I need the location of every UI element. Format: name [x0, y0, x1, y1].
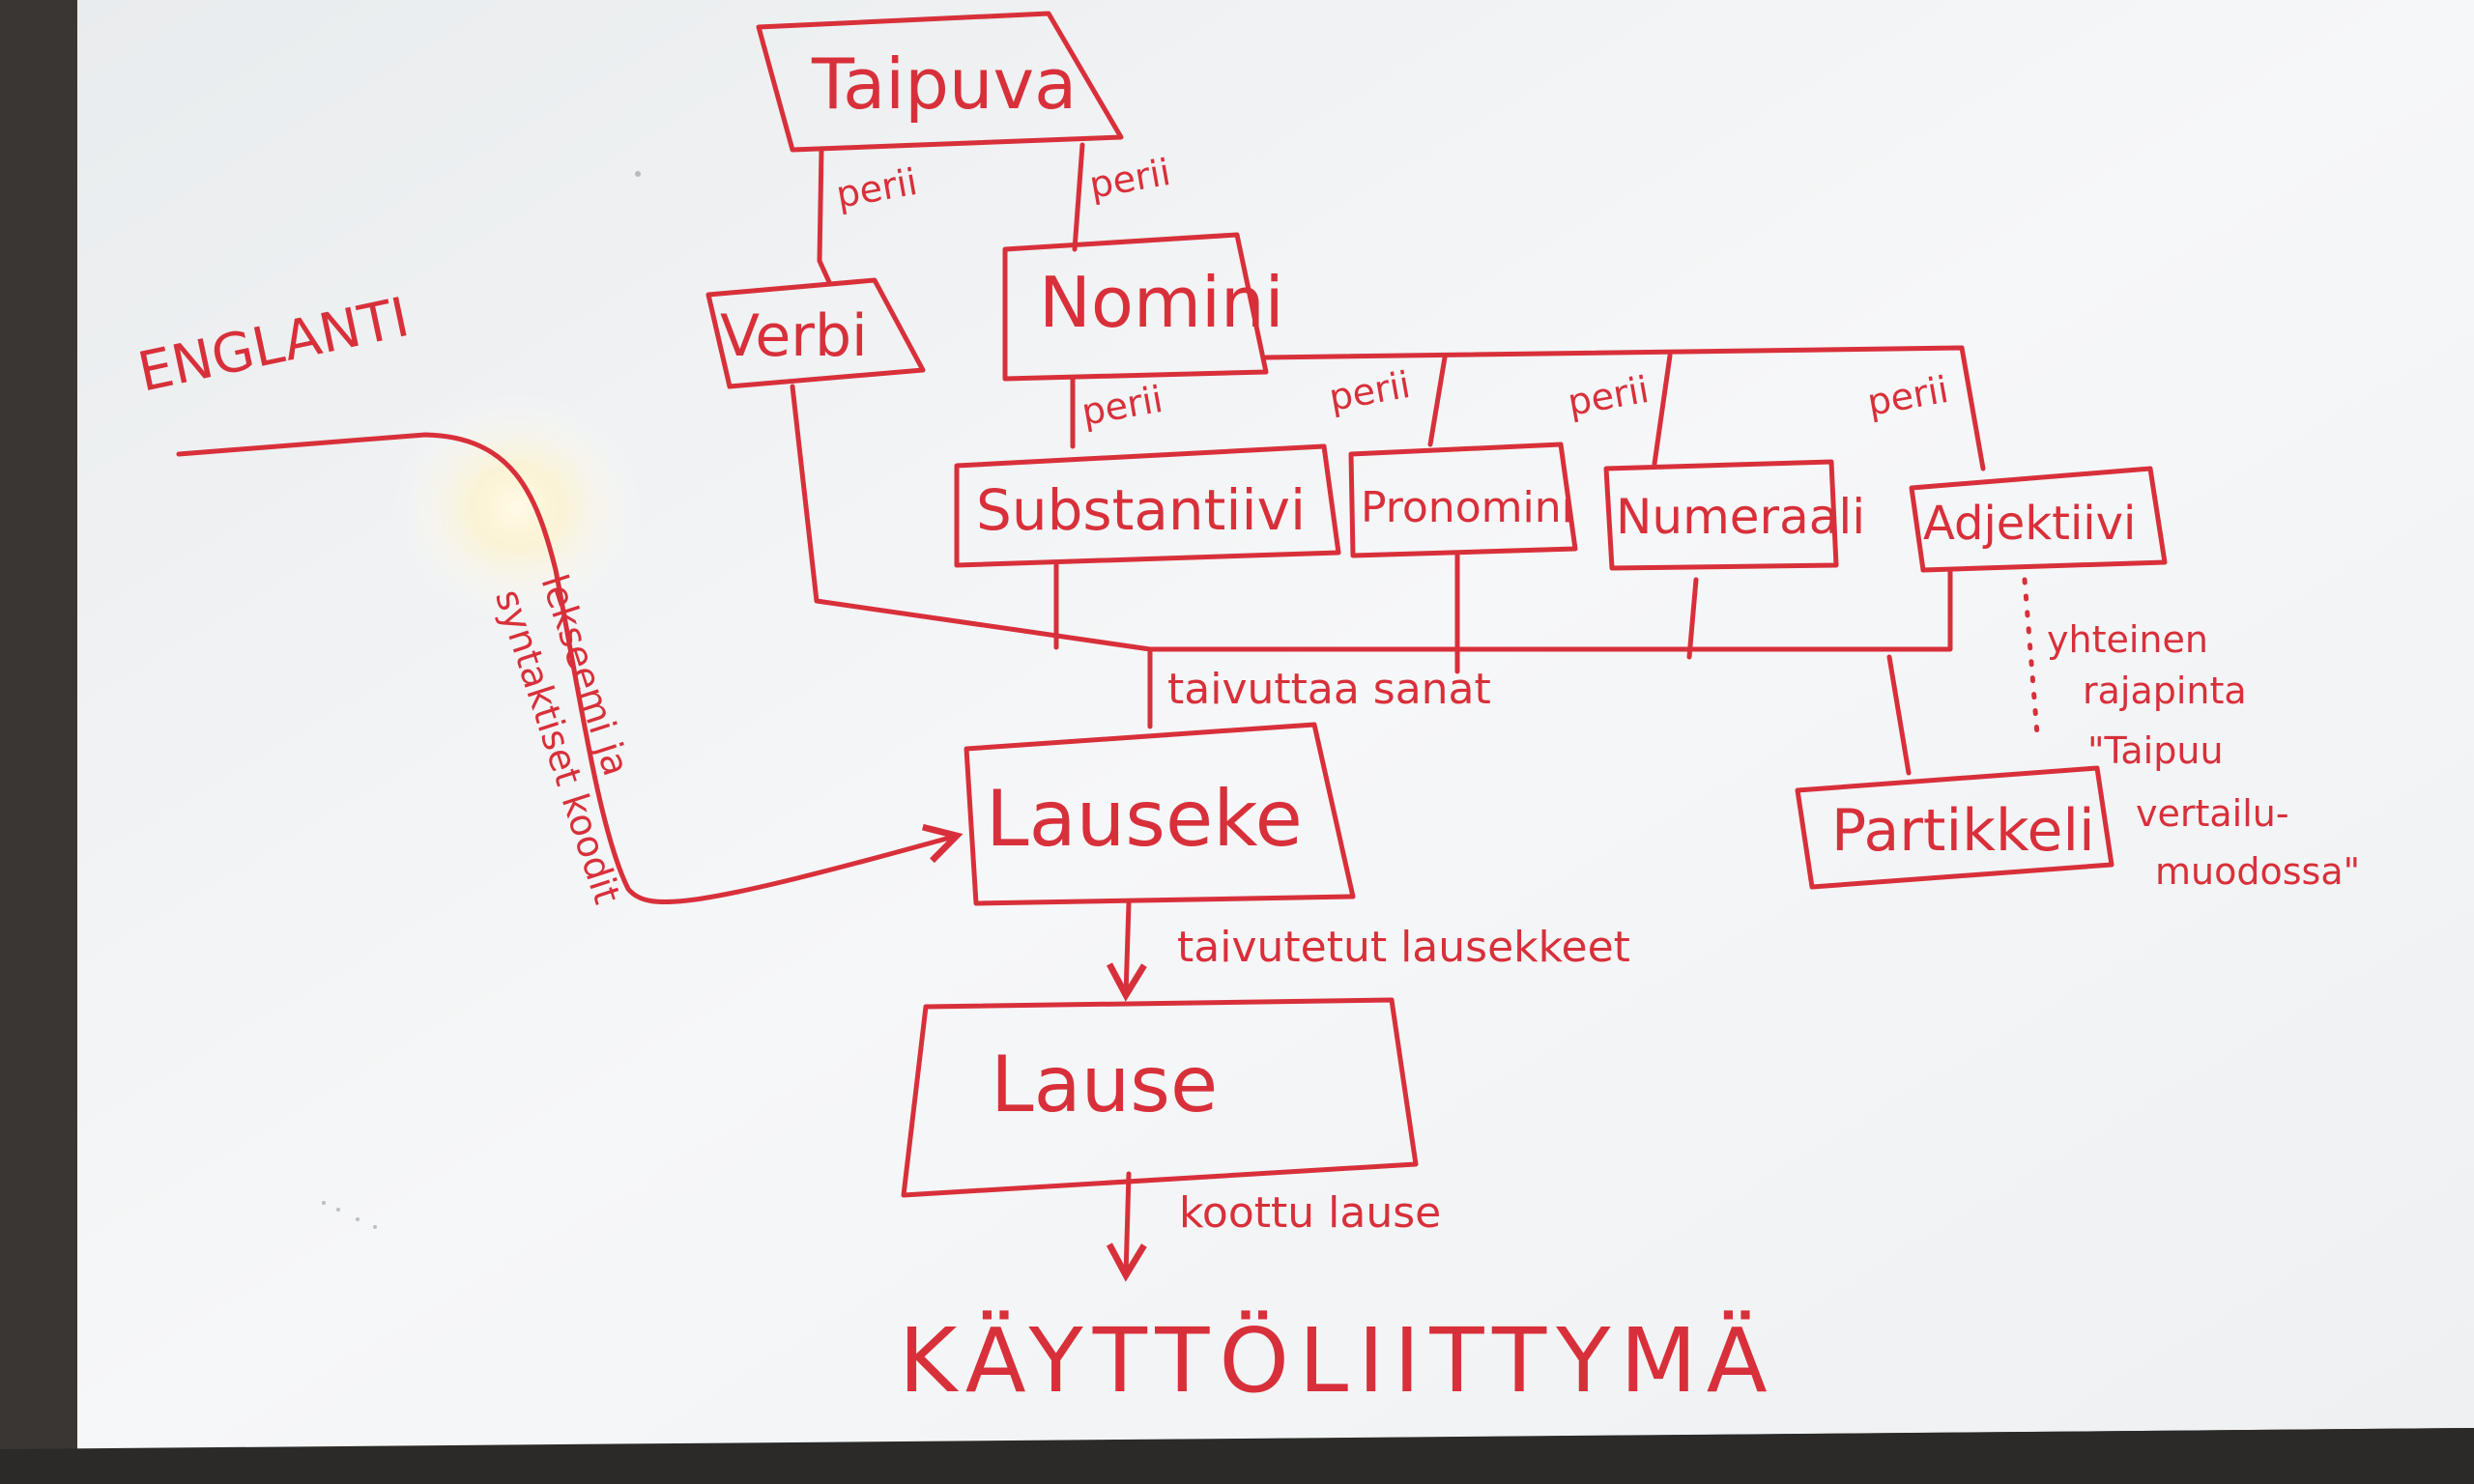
lauseke-lause-arrow: [1107, 900, 1147, 1002]
board-smudges: [322, 171, 641, 1229]
note-line2: rajapinta: [2083, 670, 2247, 712]
nomini-label: Nomini: [1039, 262, 1284, 343]
partikkeli-box: [1795, 765, 2114, 890]
nomini-box: [1002, 232, 1269, 382]
nomini-numeraali-line: [1652, 353, 1673, 467]
lauseke-label: Lauseke: [986, 774, 1303, 864]
adjektiivi-note-dotted-line: [2022, 577, 2040, 737]
whiteboard-surface: [68, 0, 2474, 1449]
substantiivi-box: [954, 443, 1341, 568]
adjektiivi-box: [1909, 466, 2168, 573]
taipuva-box: [756, 11, 1124, 153]
taipuva-nomini-line: [1072, 142, 1085, 252]
verbi-label: Verbi: [720, 302, 868, 370]
board-bottom-frame: [0, 1428, 2474, 1484]
numeraali-collector-line: [1686, 577, 1699, 660]
numeraali-label: Numeraali: [1616, 489, 1865, 545]
note-line4: vertailu-: [2136, 792, 2289, 835]
lause-box: [901, 997, 1419, 1198]
note-line5: muodossa": [2155, 850, 2360, 893]
note-line1: yhteinen: [2047, 618, 2208, 661]
taipuva-label: Taipuva: [811, 43, 1077, 125]
lauseke-box: [964, 722, 1356, 906]
numeraali-box: [1603, 459, 1839, 571]
taivutetut-lausekkeet-label: taivutetut lausekkeet: [1177, 923, 1630, 972]
partikkeli-label: Partikkeli: [1831, 797, 2095, 865]
adjektiivi-label: Adjektiivi: [1923, 497, 2136, 551]
englanti-lauseke-arrow: [176, 432, 964, 905]
glare-spot: [391, 391, 643, 623]
nomini-branch-line: [1263, 345, 1986, 471]
taipuva-verbi-line: [817, 147, 832, 285]
substantiivi-label: Substantiivi: [976, 477, 1306, 543]
note-line3: "Taipuu: [2087, 729, 2224, 772]
kayttoliittyma-label: KÄYTTÖLIITTYMÄ: [899, 1309, 1777, 1413]
lause-ui-arrow: [1106, 1171, 1147, 1282]
nomini-pronomini-line: [1427, 355, 1448, 447]
lause-label: Lause: [991, 1040, 1218, 1129]
partikkeli-connector-line: [1886, 654, 1912, 776]
pronomini-label: Pronomini: [1361, 483, 1573, 532]
taivuttaa-sanat-label: taivuttaa sanat: [1167, 665, 1491, 714]
koottu-lause-label: koottu lause: [1179, 1188, 1441, 1238]
pronomini-box: [1348, 442, 1578, 558]
verbi-box: [705, 277, 926, 389]
board-left-frame: [0, 0, 77, 1484]
